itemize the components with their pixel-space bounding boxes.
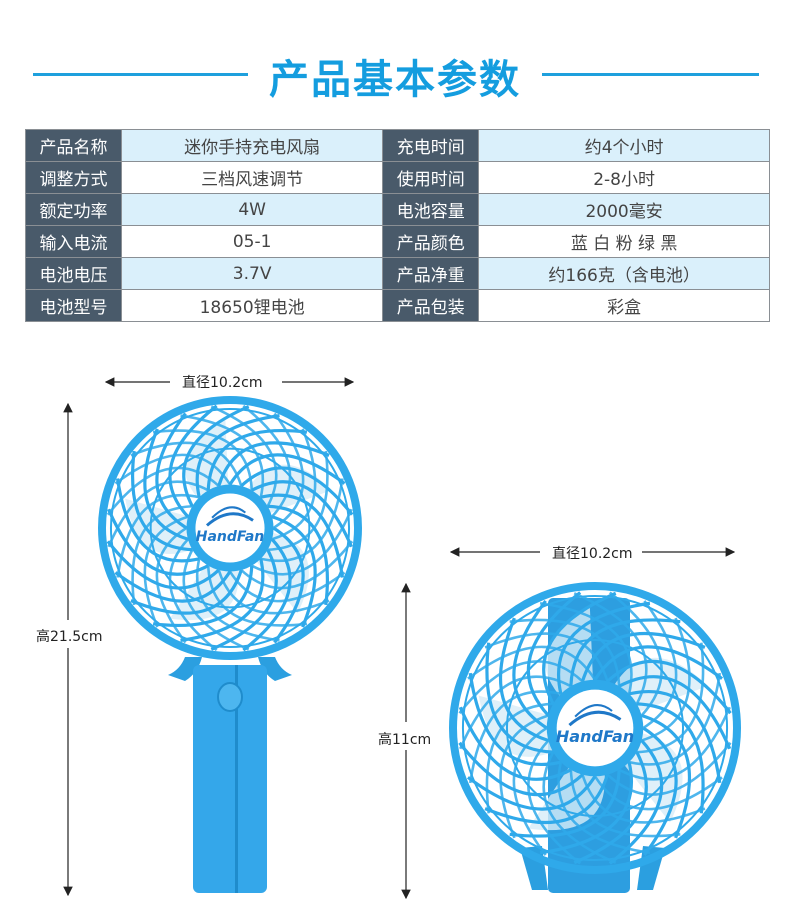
fan-open-image: HandFan — [98, 396, 362, 893]
spec-value: 18650锂电池 — [120, 289, 384, 322]
spec-key: 充电时间 — [382, 129, 480, 162]
fan2-diameter-label: 直径10.2cm — [552, 546, 633, 562]
spec-value: 05-1 — [120, 225, 384, 258]
fan1-height-label: 高21.5cm — [36, 629, 103, 645]
fan1-diameter-label: 直径10.2cm — [182, 375, 263, 391]
spec-key: 额定功率 — [25, 193, 122, 226]
spec-key: 电池型号 — [25, 289, 122, 322]
fan-guard — [449, 582, 741, 874]
fan-guard — [98, 396, 362, 660]
power-button-icon — [217, 682, 243, 712]
fan-handle — [193, 665, 267, 893]
fan-head: HandFan — [98, 396, 362, 660]
spec-value: 3.7V — [120, 257, 384, 290]
fan-folded-image: HandFan — [449, 582, 741, 893]
spec-value: 蓝 白 粉 绿 黑 — [478, 225, 770, 258]
spec-key: 输入电流 — [25, 225, 122, 258]
handfan-logo-icon — [205, 506, 254, 527]
fan-head: HandFan — [449, 582, 741, 874]
page-title: 产品基本参数 — [269, 57, 521, 103]
spec-value: 2-8小时 — [478, 161, 770, 194]
spec-key: 电池电压 — [25, 257, 122, 290]
spec-value: 三档风速调节 — [120, 161, 384, 194]
spec-value: 2000毫安 — [478, 193, 770, 226]
title-line-right — [542, 73, 759, 76]
logo-text: HandFan — [556, 727, 634, 746]
spec-value: 迷你手持充电风扇 — [120, 129, 384, 162]
spec-key: 产品包装 — [382, 289, 480, 322]
handfan-logo-icon — [568, 704, 622, 727]
spec-key: 电池容量 — [382, 193, 480, 226]
spec-value: 约4个小时 — [478, 129, 770, 162]
spec-key: 产品颜色 — [382, 225, 480, 258]
spec-value: 约166克（含电池） — [478, 257, 770, 290]
logo-text: HandFan — [196, 529, 265, 545]
fan2-height-label: 高11cm — [378, 732, 432, 748]
spec-row: 产品名称迷你手持充电风扇充电时间约4个小时 — [25, 129, 770, 162]
title-line-left — [33, 73, 248, 76]
spec-value: 4W — [120, 193, 384, 226]
spec-key: 产品名称 — [25, 129, 122, 162]
spec-value: 彩盒 — [478, 289, 770, 322]
spec-key: 使用时间 — [382, 161, 480, 194]
